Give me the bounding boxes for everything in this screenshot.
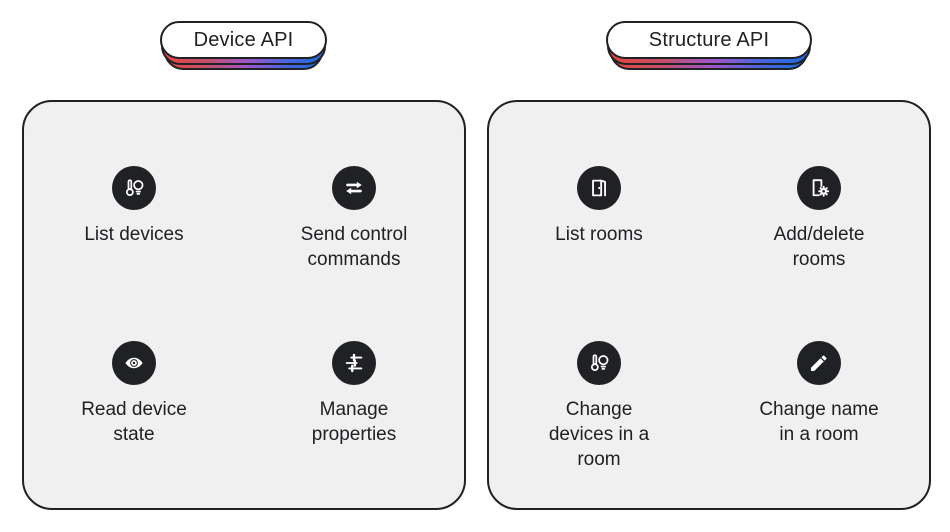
- read-device-state-item: Read device state: [24, 305, 244, 508]
- thermometer-bulb-icon: [112, 166, 156, 210]
- swap-arrows-icon: [332, 166, 376, 210]
- pencil-icon: [797, 341, 841, 385]
- open-door-icon: [577, 166, 621, 210]
- send-control-commands-label: Send control commands: [300, 224, 408, 270]
- tune-sliders-icon: [332, 341, 376, 385]
- manage-properties-item: Manage properties: [244, 305, 464, 508]
- add-delete-rooms-item: Add/delete rooms: [709, 102, 929, 305]
- door-gear-icon: [797, 166, 841, 210]
- change-name-in-room-item: Change name in a room: [709, 305, 929, 508]
- add-delete-rooms-label: Add/delete rooms: [773, 224, 865, 270]
- eye-icon: [112, 341, 156, 385]
- structure-api-pill-label: Structure API: [606, 21, 812, 59]
- read-device-state-label: Read device state: [81, 399, 187, 445]
- device-api-pill-label: Device API: [160, 21, 327, 59]
- device-api-panel: List devices Send control commands Read …: [22, 100, 466, 510]
- manage-properties-label: Manage properties: [311, 399, 397, 445]
- structure-api-pill: Structure API: [606, 21, 812, 70]
- change-name-in-room-label: Change name in a room: [759, 399, 879, 445]
- change-devices-in-room-item: Change devices in a room: [489, 305, 709, 508]
- structure-api-panel: List rooms Add/delete rooms: [487, 100, 931, 510]
- list-rooms-label: List rooms: [555, 224, 643, 245]
- send-control-commands-item: Send control commands: [244, 102, 464, 305]
- change-devices-in-room-label: Change devices in a room: [548, 399, 650, 470]
- list-rooms-item: List rooms: [489, 102, 709, 305]
- list-devices-item: List devices: [24, 102, 244, 305]
- thermometer-bulb-icon: [577, 341, 621, 385]
- list-devices-label: List devices: [84, 224, 184, 245]
- device-api-pill: Device API: [160, 21, 327, 70]
